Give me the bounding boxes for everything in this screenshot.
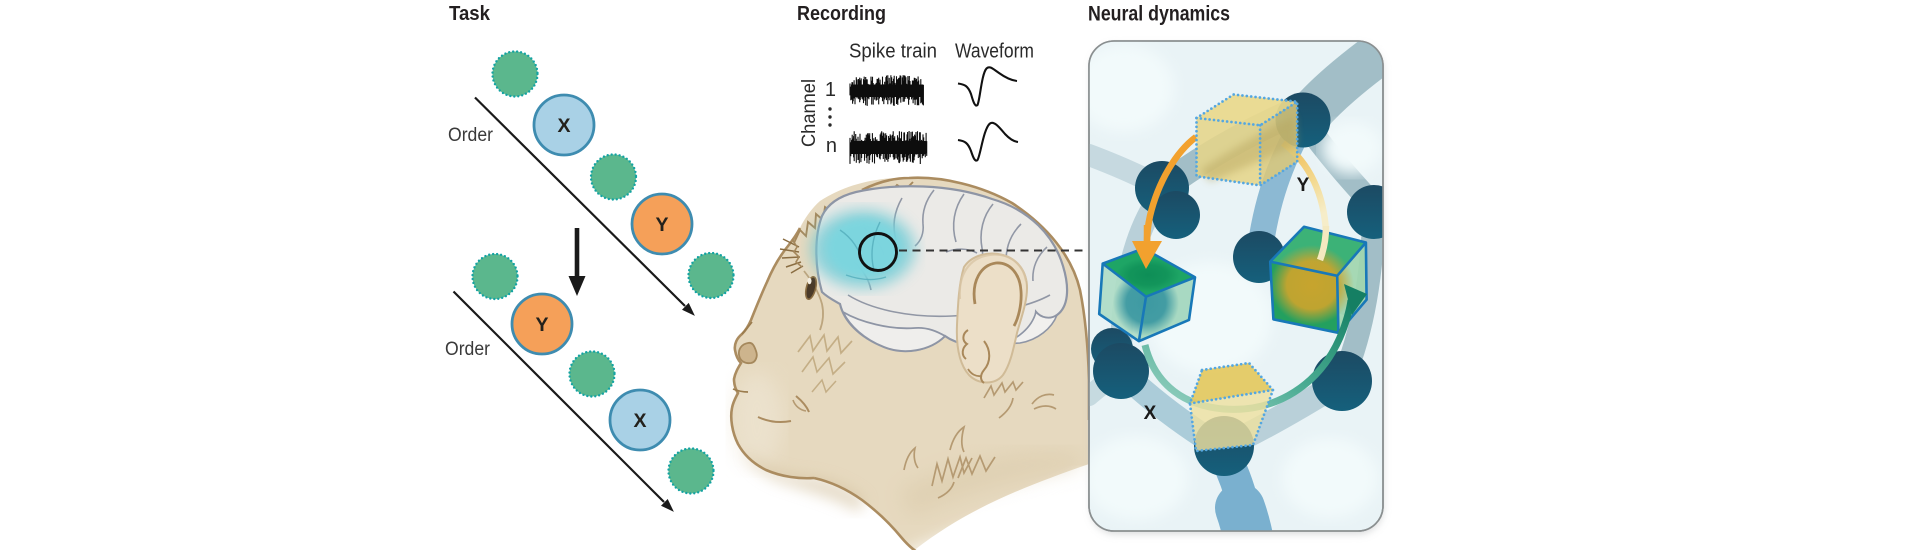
svg-text:Task: Task xyxy=(449,2,491,25)
svg-text:Order: Order xyxy=(445,338,490,360)
svg-text:Y: Y xyxy=(655,214,668,236)
svg-text:X: X xyxy=(1144,403,1157,424)
svg-text:Order: Order xyxy=(448,124,493,146)
svg-text:Recording: Recording xyxy=(797,2,886,25)
svg-text:n: n xyxy=(826,135,837,157)
svg-text:X: X xyxy=(557,115,570,137)
svg-text:Waveform: Waveform xyxy=(955,41,1034,63)
svg-text:Channel: Channel xyxy=(798,79,820,147)
svg-text:X: X xyxy=(633,410,646,432)
svg-text:Y: Y xyxy=(535,314,548,336)
svg-text:Spike train: Spike train xyxy=(849,41,937,63)
svg-text:Y: Y xyxy=(1297,175,1310,196)
svg-text:1: 1 xyxy=(825,79,836,101)
svg-text:Neural dynamics: Neural dynamics xyxy=(1088,3,1230,26)
